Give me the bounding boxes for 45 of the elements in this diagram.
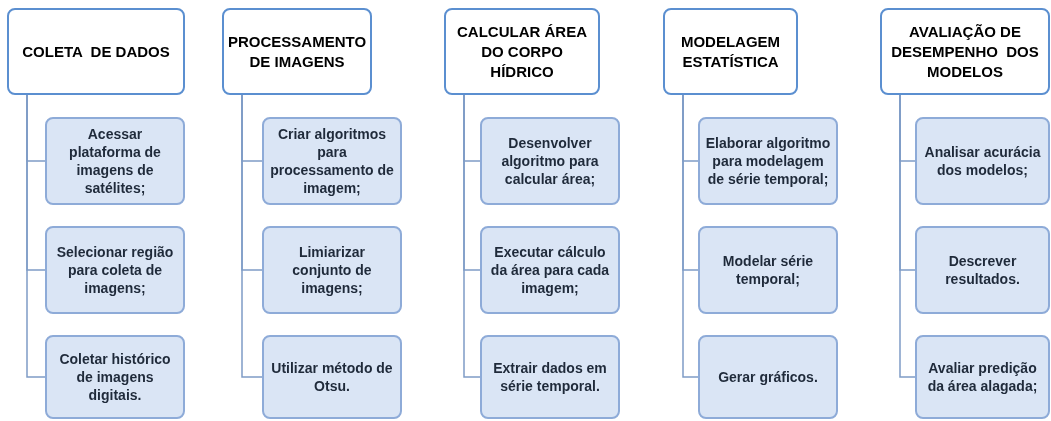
task-text: Criar algoritmos para processamento de imagem; <box>269 125 395 197</box>
task-text: Gerar gráficos. <box>718 368 818 386</box>
task-box <box>45 117 185 205</box>
task-text: Descrever resultados. <box>944 252 1021 288</box>
connector-line <box>682 94 699 378</box>
task-text: Elaborar algoritmo para modelagem de série temporal; <box>704 134 832 188</box>
phase-box <box>880 8 1050 95</box>
connector-line <box>241 94 263 378</box>
task-box <box>915 335 1050 419</box>
task-box <box>45 335 185 419</box>
task-text: Modelar série temporal; <box>721 252 815 288</box>
task-box <box>698 335 838 419</box>
phase-box <box>663 8 798 95</box>
connector-line <box>463 94 481 378</box>
task-box <box>698 117 838 205</box>
task-box <box>480 117 620 205</box>
phase-title: PROCESSAMENTO DE IMAGENS <box>227 31 367 72</box>
task-box <box>262 335 402 419</box>
task-box <box>45 226 185 314</box>
phase-title: COLETA DE DADOS <box>22 41 170 62</box>
phase-box <box>222 8 372 95</box>
task-text: Avaliar predição da área alagada; <box>926 359 1039 395</box>
phase-title: AVALIAÇÃO DE DESEMPENHO DOS MODELOS <box>890 21 1040 82</box>
task-box <box>915 117 1050 205</box>
task-box <box>480 335 620 419</box>
connector-line <box>899 94 916 378</box>
phase-box <box>7 8 185 95</box>
task-text: Executar cálculo da área para cada imagem; <box>489 243 611 297</box>
task-box <box>480 226 620 314</box>
task-text: Extrair dados em série temporal. <box>492 359 608 395</box>
task-box <box>915 226 1050 314</box>
connector-line <box>26 94 46 378</box>
phase-title: CALCULAR ÁREA DO CORPO HÍDRICO <box>456 21 588 82</box>
task-text: Selecionar região para coleta de imagens; <box>55 243 175 297</box>
task-text: Analisar acurácia dos modelos; <box>923 143 1042 179</box>
task-text: Limiarizar conjunto de imagens; <box>291 243 373 297</box>
task-text: Utilizar método de Otsu. <box>270 359 394 395</box>
phase-title: MODELAGEM ESTATÍSTICA <box>679 31 782 72</box>
task-box <box>262 226 402 314</box>
task-text: Acessar plataforma de imagens de satélites; <box>68 125 162 197</box>
task-text: Coletar histórico de imagens digitais. <box>58 350 172 404</box>
task-box <box>262 117 402 205</box>
phase-box <box>444 8 600 95</box>
task-text: Desenvolver algoritmo para calcular área; <box>500 134 600 188</box>
task-box <box>698 226 838 314</box>
